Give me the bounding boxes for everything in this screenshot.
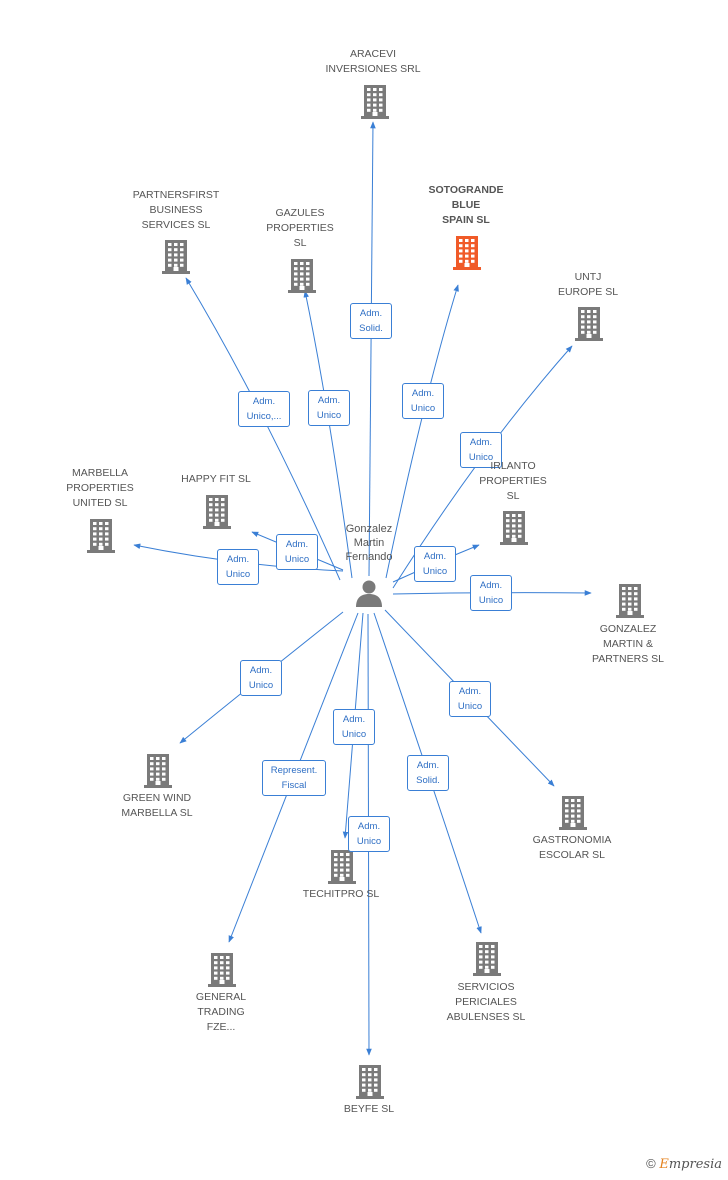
person-name[interactable]: Gonzalez Martin Fernando xyxy=(345,523,393,563)
company-happyfit[interactable]: HAPPY FIT SL xyxy=(146,472,286,487)
building-icon[interactable] xyxy=(207,951,237,992)
building-icon[interactable] xyxy=(558,794,588,835)
company-label: ARACEVI INVERSIONES SRL xyxy=(325,48,421,75)
company-label: GASTRONOMIA ESCOLAR SL xyxy=(532,834,612,861)
building-icon[interactable] xyxy=(574,305,604,346)
company-techitpro[interactable]: TECHITPRO SL xyxy=(271,887,411,902)
company-sotogrande[interactable]: SOTOGRANDE BLUE SPAIN SL xyxy=(396,183,536,228)
company-beyfe[interactable]: BEYFE SL xyxy=(299,1102,439,1117)
company-label: HAPPY FIT SL xyxy=(181,473,251,485)
role-badge-partnersfirst[interactable]: Adm. Unico,... xyxy=(238,391,290,427)
footer-brand[interactable]: © Empresia xyxy=(646,1156,722,1172)
role-badge-happyfit[interactable]: Adm. Unico xyxy=(276,534,318,570)
company-label: GAZULES PROPERTIES SL xyxy=(266,207,334,249)
company-label: GENERAL TRADING FZE... xyxy=(195,991,247,1033)
company-label: SERVICIOS PERICIALES ABULENSES SL xyxy=(446,981,526,1023)
role-badge-aracevi[interactable]: Adm. Solid. xyxy=(350,303,392,339)
role-badge-marbella[interactable]: Adm. Unico xyxy=(217,549,259,585)
company-untj[interactable]: UNTJ EUROPE SL xyxy=(518,270,658,300)
company-label: GREEN WIND MARBELLA SL xyxy=(121,792,193,819)
company-partnersfirst[interactable]: PARTNERSFIRST BUSINESS SERVICES SL xyxy=(106,188,246,233)
building-icon[interactable] xyxy=(202,493,232,534)
company-gazules[interactable]: GAZULES PROPERTIES SL xyxy=(230,206,370,251)
building-icon[interactable] xyxy=(360,83,390,124)
role-badge-techitpro[interactable]: Adm. Unico xyxy=(333,709,375,745)
role-badge-irlanto[interactable]: Adm. Unico xyxy=(414,546,456,582)
company-aracevi[interactable]: ARACEVI INVERSIONES SRL xyxy=(303,47,443,77)
copyright-symbol: © xyxy=(646,1156,656,1171)
company-servicios[interactable]: SERVICIOS PERICIALES ABULENSES SL xyxy=(416,980,556,1025)
role-badge-gazules[interactable]: Adm. Unico xyxy=(308,390,350,426)
building-icon[interactable] xyxy=(452,234,482,275)
company-label: BEYFE SL xyxy=(343,1103,395,1115)
role-badge-sotogrande[interactable]: Adm. Unico xyxy=(402,383,444,419)
building-icon[interactable] xyxy=(472,940,502,981)
company-general[interactable]: GENERAL TRADING FZE... xyxy=(151,990,291,1035)
building-icon[interactable] xyxy=(355,1063,385,1104)
building-icon[interactable] xyxy=(499,509,529,550)
role-badge-untj[interactable]: Adm. Unico xyxy=(460,432,502,468)
role-badge-gmpartners[interactable]: Adm. Unico xyxy=(470,575,512,611)
edge-aracevi xyxy=(368,121,376,577)
role-badge-general[interactable]: Represent. Fiscal xyxy=(262,760,326,796)
company-irlanto[interactable]: IRLANTO PROPERTIES SL xyxy=(443,459,583,504)
role-badge-greenwind[interactable]: Adm. Unico xyxy=(240,660,282,696)
company-label: PARTNERSFIRST BUSINESS SERVICES SL xyxy=(132,189,220,231)
company-gmpartners[interactable]: GONZALEZ MARTIN & PARTNERS SL xyxy=(558,622,698,667)
company-gastronomia[interactable]: GASTRONOMIA ESCOLAR SL xyxy=(502,833,642,863)
company-label: UNTJ EUROPE SL xyxy=(557,271,619,298)
company-label: SOTOGRANDE BLUE SPAIN SL xyxy=(428,184,504,226)
building-icon[interactable] xyxy=(615,582,645,623)
building-icon[interactable] xyxy=(86,517,116,558)
company-greenwind[interactable]: GREEN WIND MARBELLA SL xyxy=(87,791,227,821)
brand-initial: E xyxy=(659,1157,669,1172)
role-badge-servicios[interactable]: Adm. Solid. xyxy=(407,755,449,791)
brand-name: mpresia xyxy=(668,1157,722,1172)
company-label: MARBELLA PROPERTIES UNITED SL xyxy=(66,467,134,509)
building-icon[interactable] xyxy=(287,257,317,298)
role-badge-beyfe[interactable]: Adm. Unico xyxy=(348,816,390,852)
company-label: TECHITPRO SL xyxy=(302,888,380,900)
building-icon[interactable] xyxy=(143,752,173,793)
company-label: IRLANTO PROPERTIES SL xyxy=(479,460,547,502)
role-badge-gastronomia[interactable]: Adm. Unico xyxy=(449,681,491,717)
person-icon[interactable] xyxy=(354,578,384,613)
building-icon[interactable] xyxy=(161,238,191,279)
building-icon[interactable] xyxy=(327,848,357,889)
company-marbella[interactable]: MARBELLA PROPERTIES UNITED SL xyxy=(30,466,170,511)
company-label: GONZALEZ MARTIN & PARTNERS SL xyxy=(592,623,664,665)
